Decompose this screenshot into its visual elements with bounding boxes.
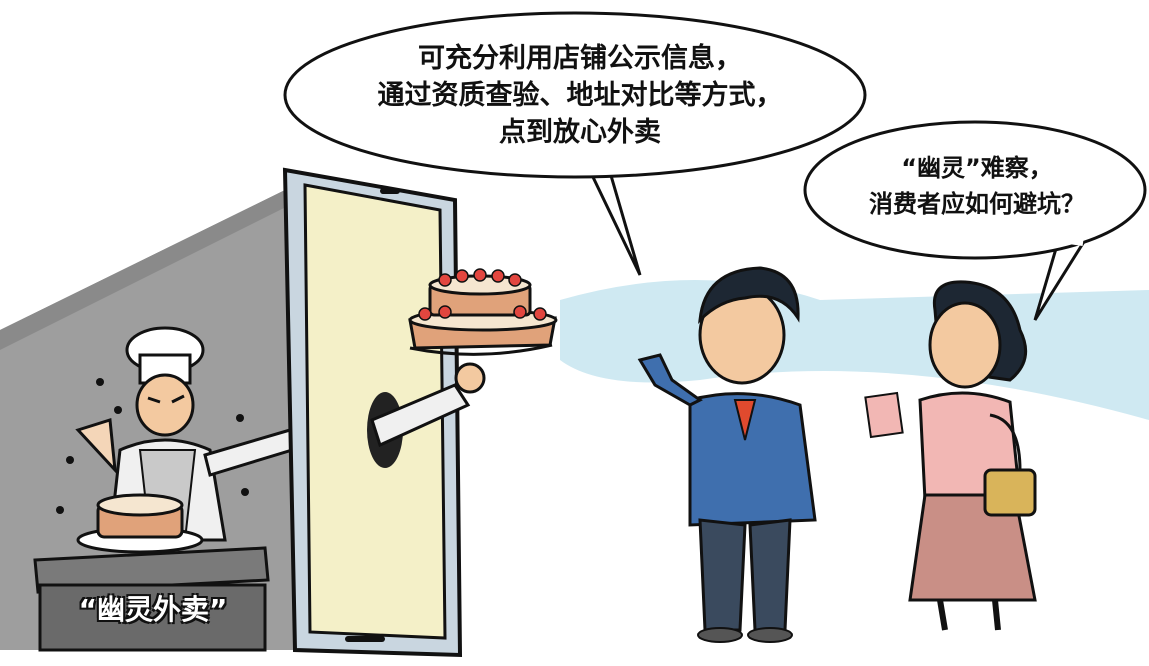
man-figure	[637, 266, 817, 643]
bubble-left-line-1: 可充分利用店铺公示信息，	[418, 43, 742, 74]
speech-bubble-left	[283, 11, 867, 276]
woman-figure	[864, 280, 1037, 631]
speech-bubble-left-text: 可充分利用店铺公示信息， 通过资质查验、地址对比等方式， 点到放心外卖	[300, 40, 860, 151]
cake-icon	[408, 268, 558, 356]
speech-bubble-right	[803, 120, 1147, 321]
bubble-left-line-3: 点到放心外卖	[499, 117, 661, 148]
counter	[33, 546, 270, 652]
chef-cake	[76, 493, 204, 554]
speech-bubble-right-text: “幽灵”难察， 消费者应如何避坑？	[812, 150, 1142, 222]
fly-icon	[56, 378, 249, 514]
phone-device	[282, 167, 486, 658]
counter-label: “幽灵外卖”	[78, 593, 228, 626]
sky-band	[560, 280, 1149, 420]
cash-icon	[864, 391, 904, 439]
handbag-icon	[983, 413, 1037, 517]
bubble-right-line-1: “幽灵”难察，	[901, 154, 1053, 182]
bubble-left-line-2: 通过资质查验、地址对比等方式，	[377, 80, 783, 111]
bubble-right-line-2: 消费者应如何避坑？	[869, 190, 1085, 218]
